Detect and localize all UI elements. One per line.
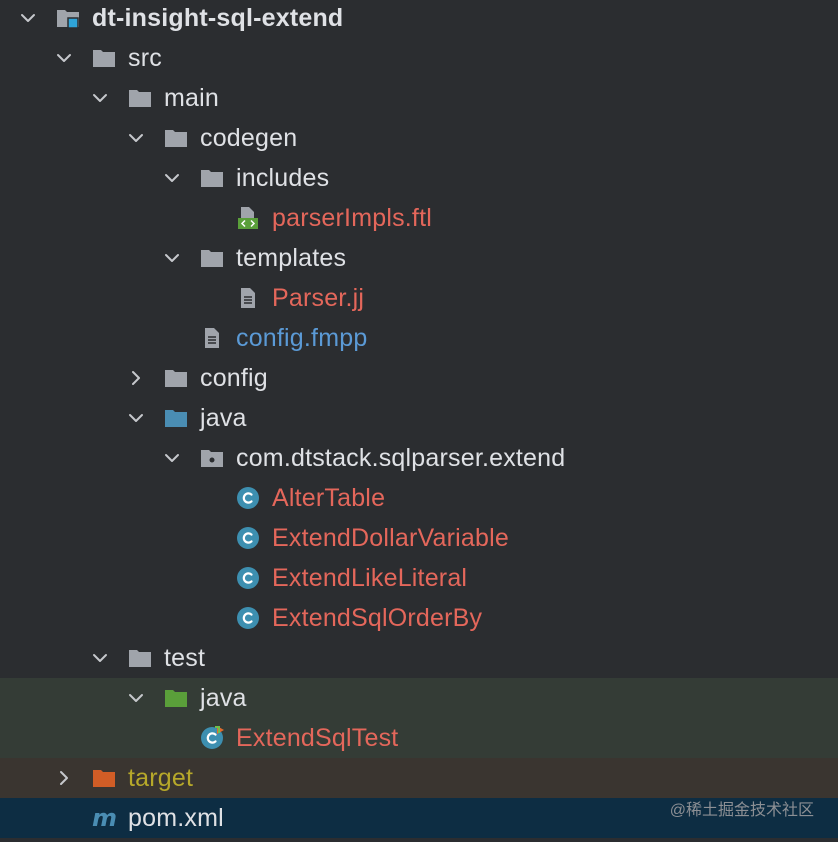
- chevron-down-icon[interactable]: [92, 650, 108, 666]
- tree-row-label: dt-insight-sql-extend: [92, 4, 344, 32]
- tree-row[interactable]: codegen: [0, 118, 838, 158]
- folder-icon: [164, 126, 188, 150]
- tree-row[interactable]: AlterTable: [0, 478, 838, 518]
- test-folder-icon: [164, 686, 188, 710]
- source-folder-icon: [164, 406, 188, 430]
- folder-icon: [128, 86, 152, 110]
- folder-icon: [200, 166, 224, 190]
- chevron-down-icon[interactable]: [128, 690, 144, 706]
- maven-icon: m: [92, 804, 117, 832]
- class-icon: [236, 486, 260, 510]
- chevron-down-icon[interactable]: [92, 90, 108, 106]
- tree-row[interactable]: java: [0, 398, 838, 438]
- tree-row[interactable]: ExtendSqlOrderBy: [0, 598, 838, 638]
- tree-row-label: ExtendDollarVariable: [272, 524, 509, 552]
- tree-row-label: config: [200, 364, 268, 392]
- tree-row-label: src: [128, 44, 162, 72]
- chevron-down-icon[interactable]: [164, 450, 180, 466]
- tree-row-label: com.dtstack.sqlparser.extend: [236, 444, 566, 472]
- tree-row-label: main: [164, 84, 219, 112]
- tree-row-label: AlterTable: [272, 484, 386, 512]
- tree-row-label: Parser.jj: [272, 284, 365, 312]
- tree-row-label: templates: [236, 244, 347, 272]
- tree-row[interactable]: parserImpls.ftl: [0, 198, 838, 238]
- class-icon: [236, 526, 260, 550]
- test-class-icon: [200, 726, 224, 750]
- tree-row[interactable]: com.dtstack.sqlparser.extend: [0, 438, 838, 478]
- chevron-down-icon[interactable]: [128, 130, 144, 146]
- tree-row-label: target: [128, 764, 194, 792]
- watermark: @稀土掘金技术社区: [669, 802, 814, 819]
- module-folder-icon: [56, 6, 80, 30]
- tree-row[interactable]: main: [0, 78, 838, 118]
- chevron-down-icon[interactable]: [20, 10, 36, 26]
- tree-row[interactable]: target: [0, 758, 838, 798]
- chevron-right-icon[interactable]: [56, 770, 72, 786]
- tree-row[interactable]: ExtendSqlTest: [0, 718, 838, 758]
- tree-row[interactable]: includes: [0, 158, 838, 198]
- tree-row-label: parserImpls.ftl: [272, 204, 432, 232]
- chevron-down-icon[interactable]: [164, 250, 180, 266]
- tree-row[interactable]: templates: [0, 238, 838, 278]
- folder-icon: [128, 646, 152, 670]
- class-icon: [236, 566, 260, 590]
- chevron-down-icon[interactable]: [56, 50, 72, 66]
- tree-row[interactable]: config: [0, 358, 838, 398]
- tree-row[interactable]: src: [0, 38, 838, 78]
- chevron-right-icon[interactable]: [128, 370, 144, 386]
- excluded-folder-icon: [92, 766, 116, 790]
- tree-row-label: pom.xml: [128, 804, 224, 832]
- tree-row-label: includes: [236, 164, 330, 192]
- tree-row[interactable]: test: [0, 638, 838, 678]
- package-icon: [200, 446, 224, 470]
- folder-icon: [200, 246, 224, 270]
- ftl-file-icon: [236, 206, 260, 230]
- tree-row[interactable]: ExtendDollarVariable: [0, 518, 838, 558]
- chevron-down-icon[interactable]: [128, 410, 144, 426]
- tree-row-label: ExtendLikeLiteral: [272, 564, 468, 592]
- folder-icon: [164, 366, 188, 390]
- text-file-icon: [236, 286, 260, 310]
- tree-row-label: test: [164, 644, 206, 672]
- tree-row[interactable]: ExtendLikeLiteral: [0, 558, 838, 598]
- tree-row-label: ExtendSqlOrderBy: [272, 604, 483, 632]
- tree-row-label: java: [200, 684, 247, 712]
- tree-row[interactable]: Parser.jj: [0, 278, 838, 318]
- tree-row[interactable]: m pom.xml: [0, 798, 838, 838]
- tree-row-label: java: [200, 404, 247, 432]
- text-file-icon: [200, 326, 224, 350]
- tree-row[interactable]: dt-insight-sql-extend: [0, 0, 838, 38]
- class-icon: [236, 606, 260, 630]
- chevron-down-icon[interactable]: [164, 170, 180, 186]
- tree-row[interactable]: config.fmpp: [0, 318, 838, 358]
- tree-row-label: config.fmpp: [236, 324, 368, 352]
- folder-icon: [92, 46, 116, 70]
- tree-row[interactable]: java: [0, 678, 838, 718]
- svg-text:m: m: [92, 806, 116, 830]
- tree-row-label: codegen: [200, 124, 298, 152]
- tree-row-label: ExtendSqlTest: [236, 724, 399, 752]
